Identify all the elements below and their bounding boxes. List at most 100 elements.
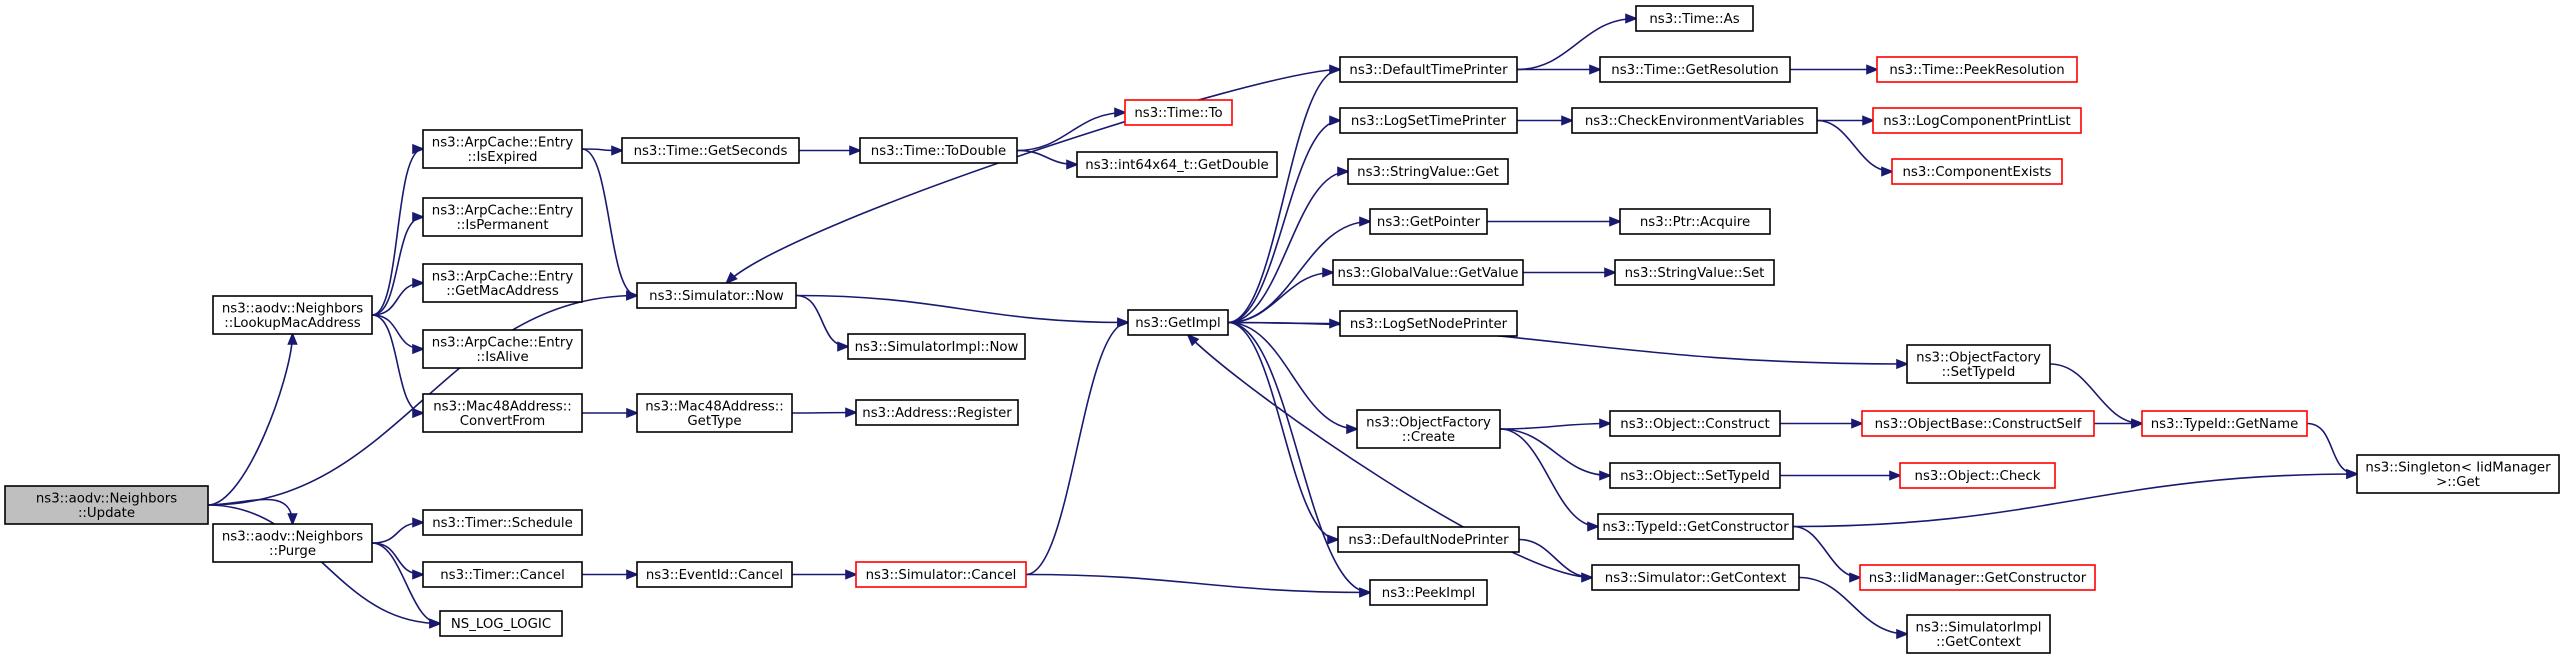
node-getimpl[interactable]: ns3::GetImpl: [1127, 309, 1229, 336]
node-deftimeprinter[interactable]: ns3::DefaultTimePrinter: [1339, 56, 1518, 83]
node-box: [212, 295, 373, 335]
node-label: ns3::ObjectBase::ConstructSelf: [1875, 417, 2082, 432]
node-simimplgetcontext[interactable]: ns3::SimulatorImpl::GetContext: [1906, 614, 2051, 654]
edge-checkenv-to-compexists: [1816, 119, 1895, 177]
edge-getpointer-to-ptracquire: [1487, 216, 1623, 227]
node-box: [621, 137, 800, 164]
node-ptracquire[interactable]: ns3::Ptr::Acquire: [1619, 208, 1771, 235]
node-compexists[interactable]: ns3::ComponentExists: [1891, 158, 2063, 185]
node-lookup[interactable]: ns3::aodv::Neighbors::LookupMacAddress: [212, 295, 373, 335]
node-simnow[interactable]: ns3::Simulator::Now: [636, 282, 797, 309]
node-defnodeprinter[interactable]: ns3::DefaultNodePrinter: [1337, 526, 1520, 553]
node-label: ns3::LogSetNodePrinter: [1350, 317, 1508, 332]
node-label: ns3::LogComponentPrintList: [1883, 114, 2071, 129]
node-label: ns3::TypeId::GetName: [2151, 417, 2299, 432]
node-ofcreate[interactable]: ns3::ObjectFactory::Create: [1356, 409, 1501, 449]
node-timeas[interactable]: ns3::Time::As: [1635, 5, 1754, 32]
node-simcancel[interactable]: ns3::Simulator::Cancel: [855, 561, 1027, 588]
node-logcomplist[interactable]: ns3::LogComponentPrintList: [1872, 107, 2082, 134]
node-singletonget[interactable]: ns3::Singleton< IidManager >::Get: [2356, 454, 2560, 494]
node-addrregister[interactable]: ns3::Address::Register: [855, 399, 1019, 426]
node-simgetcontext[interactable]: ns3::Simulator::GetContext: [1591, 564, 1800, 591]
node-iidmgrgetctor[interactable]: ns3::IidManager::GetConstructor: [1859, 564, 2096, 591]
node-timeto[interactable]: ns3::Time::To: [1124, 99, 1233, 126]
node-checkenv[interactable]: ns3::CheckEnvironmentVariables: [1571, 107, 1818, 134]
node-timegetres[interactable]: ns3::Time::GetResolution: [1599, 56, 1791, 83]
node-simimplnow[interactable]: ns3::SimulatorImpl::Now: [847, 333, 1026, 360]
edge-simnow-to-simimplnow: [795, 294, 851, 352]
node-globalvalueget[interactable]: ns3::GlobalValue::GetValue: [1332, 259, 1524, 286]
node-label: NS_LOG_LOGIC: [451, 617, 551, 632]
node-label: ns3::Time::PeekResolution: [1889, 63, 2064, 78]
arrowhead: [1896, 628, 1910, 640]
node-box: [422, 129, 583, 169]
node-getmac[interactable]: ns3::ArpCache::Entry::GetMacAddress: [422, 263, 583, 303]
edge-getimpl-to-ofsettypeid: [1227, 321, 1910, 370]
node-nslog[interactable]: NS_LOG_LOGIC: [439, 610, 563, 637]
node-getseconds[interactable]: ns3::Time::GetSeconds: [621, 137, 800, 164]
node-logsetnodeprinter[interactable]: ns3::LogSetNodePrinter: [1339, 310, 1518, 337]
node-isexpired[interactable]: ns3::ArpCache::Entry::IsExpired: [422, 129, 583, 169]
node-box: [1899, 462, 2056, 489]
edge-simgetcontext-to-getimpl: [1186, 333, 1593, 579]
node-timepeekres[interactable]: ns3::Time::PeekResolution: [1876, 56, 2078, 83]
node-box: [1906, 614, 2051, 654]
node-box: [1599, 56, 1791, 83]
node-box: [1356, 409, 1501, 449]
node-timercancel[interactable]: ns3::Timer::Cancel: [422, 561, 583, 588]
node-label: ns3::DefaultNodePrinter: [1348, 533, 1509, 548]
node-purge[interactable]: ns3::aodv::Neighbors::Purge: [212, 523, 373, 563]
node-ispermanent[interactable]: ns3::ArpCache::Entry::IsPermanent: [422, 197, 583, 237]
node-label: ns3::Object::SetTypeId: [1620, 469, 1770, 484]
node-update[interactable]: ns3::aodv::Neighbors::Update: [4, 485, 209, 525]
edge-eventcancel-to-simcancel: [791, 569, 859, 580]
node-objbaseconstructself[interactable]: ns3::ObjectBase::ConstructSelf: [1861, 410, 2095, 437]
node-label: ns3::Time::ToDouble: [871, 144, 1006, 159]
arrowhead: [412, 343, 426, 355]
node-box: [422, 197, 583, 237]
node-box: [1332, 259, 1524, 286]
node-mac48gettype[interactable]: ns3::Mac48Address::GetType: [636, 393, 793, 433]
arrowhead: [1186, 333, 1200, 347]
node-box: [1872, 107, 2082, 134]
arrowhead: [626, 407, 640, 419]
edge-lookup-to-isalive: [371, 314, 426, 355]
edge-globalvalueget-to-stringvalueset: [1522, 267, 1618, 278]
node-label: ns3::GetPointer: [1377, 215, 1481, 230]
node-stringvalueget[interactable]: ns3::StringValue::Get: [1347, 158, 1509, 185]
node-logsettimeprinter[interactable]: ns3::LogSetTimePrinter: [1339, 107, 1518, 134]
node-box: [422, 509, 583, 536]
edge-getimpl-to-stringvalueget: [1227, 166, 1351, 324]
node-typeidgetname[interactable]: ns3::TypeId::GetName: [2141, 410, 2308, 437]
node-isalive[interactable]: ns3::ArpCache::Entry::IsAlive: [422, 329, 583, 369]
node-peekimpl[interactable]: ns3::PeekImpl: [1369, 579, 1488, 606]
node-stringvalueset[interactable]: ns3::StringValue::Set: [1614, 259, 1775, 286]
node-label: ns3::aodv::Neighbors: [36, 491, 177, 506]
node-ofsettypeid[interactable]: ns3::ObjectFactory::SetTypeId: [1906, 344, 2051, 384]
node-eventcancel[interactable]: ns3::EventId::Cancel: [636, 561, 793, 588]
node-box: [1614, 259, 1775, 286]
edge-typeidgetname-to-singletonget: [2306, 422, 2360, 480]
node-timersched[interactable]: ns3::Timer::Schedule: [422, 509, 583, 536]
arrowhead: [429, 618, 443, 629]
node-todouble[interactable]: ns3::Time::ToDouble: [859, 137, 1018, 164]
node-objsettypeid[interactable]: ns3::Object::SetTypeId: [1609, 462, 1781, 489]
node-box: [1635, 5, 1754, 32]
node-label: ns3::ArpCache::Entry: [432, 135, 574, 150]
node-objcheck[interactable]: ns3::Object::Check: [1899, 462, 2056, 489]
arrowhead: [2131, 418, 2145, 429]
arrowhead: [626, 290, 640, 301]
edge-lookup-to-ispermanent: [371, 211, 426, 316]
edge-timegetres-to-timepeekres: [1790, 64, 1880, 75]
arrowhead: [1851, 418, 1865, 429]
edge-ofsettypeid-to-typeidgetname: [2049, 363, 2145, 429]
node-label: ns3::CheckEnvironmentVariables: [1585, 114, 1804, 129]
node-label: ns3::TypeId::GetConstructor: [1602, 520, 1789, 535]
node-int64getdouble[interactable]: ns3::int64x64_t::GetDouble: [1076, 151, 1278, 178]
node-convertfrom[interactable]: ns3::Mac48Address::ConvertFrom: [422, 393, 583, 433]
node-label: ns3::StringValue::Get: [1357, 165, 1499, 180]
node-label: GetType: [687, 414, 741, 429]
node-typeidgetctor[interactable]: ns3::TypeId::GetConstructor: [1597, 513, 1794, 540]
node-getpointer[interactable]: ns3::GetPointer: [1369, 208, 1488, 235]
node-objconstruct[interactable]: ns3::Object::Construct: [1609, 410, 1781, 437]
